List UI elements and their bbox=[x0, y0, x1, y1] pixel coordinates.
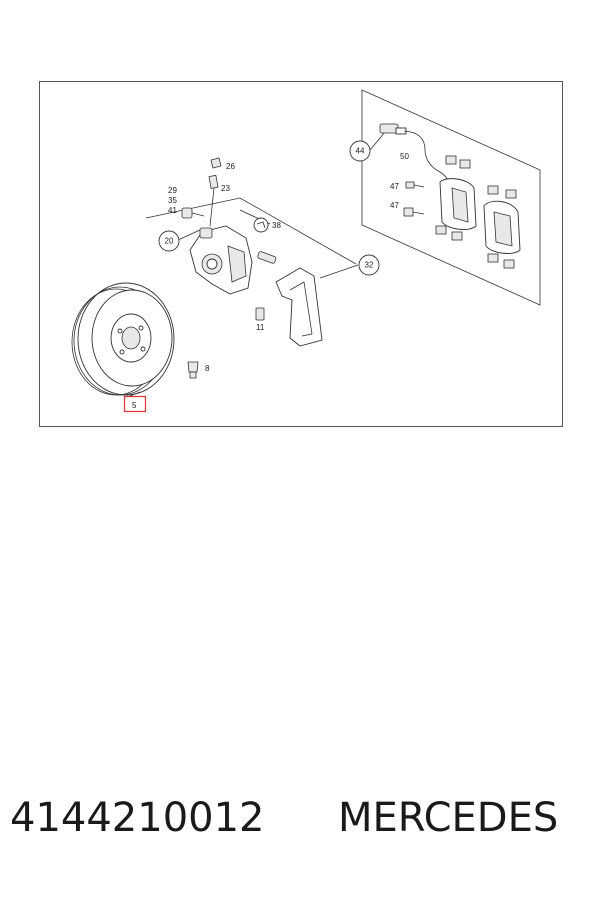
pad-kit-panel bbox=[361, 89, 541, 306]
label-47b: 47 bbox=[390, 201, 399, 210]
screw-8[interactable] bbox=[187, 361, 199, 379]
caliper-bracket[interactable] bbox=[275, 267, 323, 347]
callout-32[interactable] bbox=[358, 254, 380, 276]
item-38-clip[interactable] bbox=[253, 217, 269, 233]
label-26: 26 bbox=[226, 162, 235, 171]
bleeder-nipple[interactable] bbox=[208, 174, 219, 189]
label-29: 29 bbox=[168, 186, 177, 195]
brake-pad-right[interactable] bbox=[483, 200, 521, 254]
bolt-47b[interactable] bbox=[403, 207, 425, 217]
label-8: 8 bbox=[205, 364, 210, 373]
label-50: 50 bbox=[400, 152, 409, 161]
pad-clips bbox=[435, 155, 517, 269]
brake-disc[interactable] bbox=[71, 282, 175, 396]
wear-sensor[interactable] bbox=[379, 123, 448, 187]
label-35: 35 bbox=[168, 196, 177, 205]
brake-pad-left[interactable] bbox=[439, 178, 477, 230]
caption: 4144210012 MERCEDES bbox=[0, 795, 600, 865]
callout-32-label: 32 bbox=[365, 261, 374, 270]
brake-assembly-diagram: 44 50 47 47 20 bbox=[39, 81, 563, 427]
callout-20-label: 20 bbox=[165, 237, 174, 246]
bolt-11[interactable] bbox=[255, 307, 265, 321]
caliper-bolt[interactable] bbox=[181, 207, 205, 219]
label-41: 41 bbox=[168, 206, 177, 215]
label-38: 38 bbox=[272, 221, 281, 230]
label-5: 5 bbox=[132, 401, 137, 410]
callout-44[interactable] bbox=[349, 140, 371, 162]
part-number: 4144210012 bbox=[10, 795, 265, 841]
highlight-box-5[interactable] bbox=[123, 395, 147, 413]
caliper-body[interactable] bbox=[189, 225, 253, 295]
label-47a: 47 bbox=[390, 182, 399, 191]
bleeder-cap[interactable] bbox=[210, 157, 222, 169]
label-23: 23 bbox=[221, 184, 230, 193]
guide-pin[interactable] bbox=[257, 251, 277, 264]
callout-44-label: 44 bbox=[356, 147, 365, 156]
bolt-47a[interactable] bbox=[405, 181, 425, 189]
callout-20[interactable] bbox=[158, 230, 180, 252]
label-11: 11 bbox=[256, 323, 265, 332]
brand-name: MERCEDES bbox=[338, 795, 559, 841]
